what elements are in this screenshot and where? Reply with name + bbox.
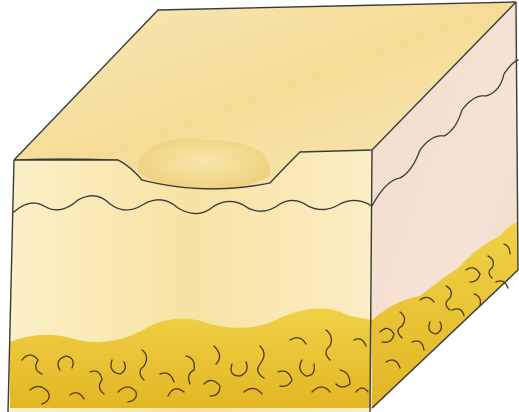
- skin-diagram: [0, 0, 519, 412]
- skin-block-illustration: [0, 0, 519, 412]
